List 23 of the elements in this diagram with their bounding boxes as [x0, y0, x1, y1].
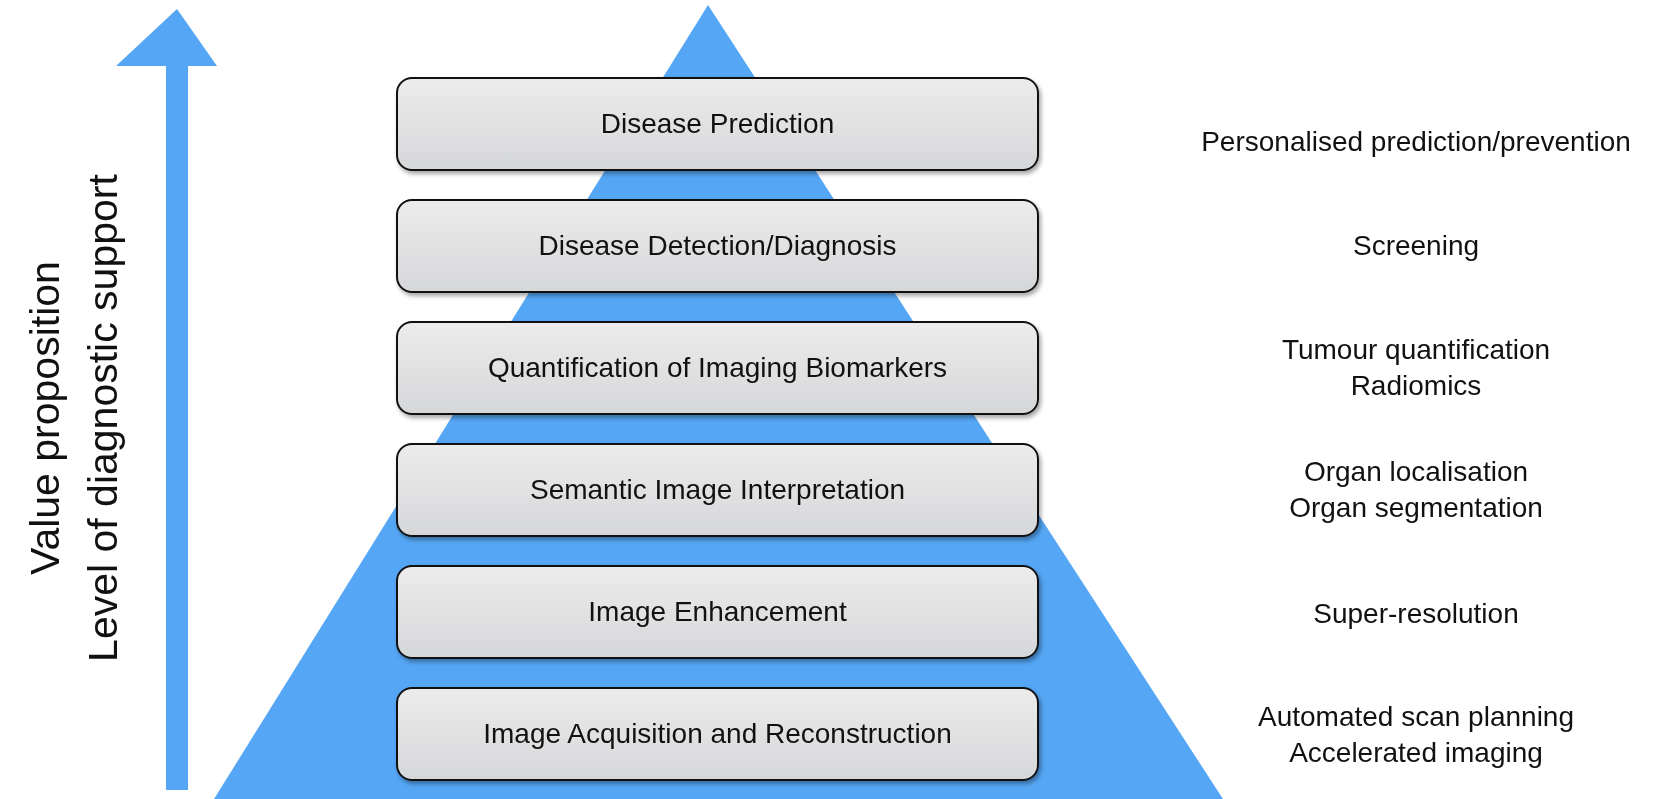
level-box [396, 77, 1039, 171]
axis-label: Level of diagnostic support [79, 174, 127, 662]
level-title: Disease Detection/Diagnosis [538, 230, 897, 262]
application-text: Automated scan planning [1258, 700, 1574, 734]
application-text: Accelerated imaging [1289, 736, 1543, 770]
application-text: Tumour quantification [1281, 333, 1551, 367]
axis-label: Value proposition [21, 261, 69, 575]
level-title: Quantification of Imaging Biomarkers [487, 352, 948, 384]
level-box [396, 443, 1039, 537]
level-title: Image Acquisition and Reconstruction [483, 718, 952, 750]
application-text: Organ localisation [1303, 455, 1529, 489]
application-text: Personalised prediction/prevention [1201, 125, 1631, 159]
application-text: Radiomics [1350, 369, 1482, 403]
level-title: Disease Prediction [600, 108, 835, 140]
level-box [396, 321, 1039, 415]
application-text: Organ segmentation [1289, 491, 1543, 525]
level-box [396, 199, 1039, 293]
level-title: Semantic Image Interpretation [529, 474, 906, 506]
level-box [396, 565, 1039, 659]
application-text: Screening [1352, 229, 1480, 263]
level-box [396, 687, 1039, 781]
application-text: Super-resolution [1313, 597, 1519, 631]
level-title: Image Enhancement [588, 596, 847, 628]
